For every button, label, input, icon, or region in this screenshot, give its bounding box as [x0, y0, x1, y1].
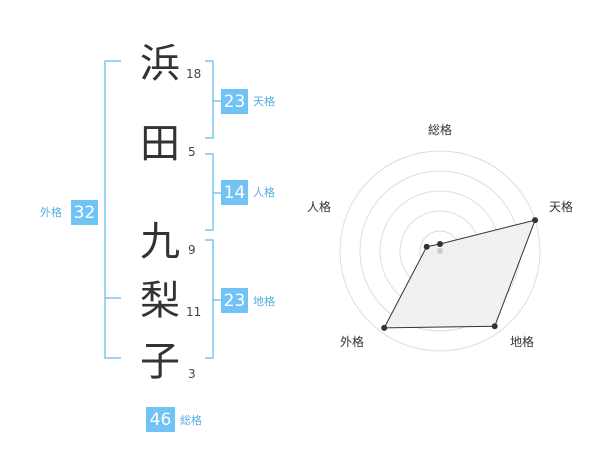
name-char-5: 子 — [140, 339, 180, 385]
name-char-3: 九 — [140, 219, 180, 265]
radar-center-dot — [437, 248, 443, 254]
chikaku-value: 23 — [221, 288, 248, 313]
soukaku-label: 総格 — [180, 414, 202, 427]
gaikaku-bracket — [104, 60, 121, 359]
stroke-count-1: 18 — [186, 67, 202, 81]
jinkaku-label: 人格 — [253, 186, 275, 199]
radar-points — [381, 217, 539, 331]
bracket-lines — [104, 60, 221, 359]
radar-label-gaikaku: 外格 — [340, 335, 365, 349]
stroke-count-5: 3 — [188, 367, 196, 381]
soukaku-value: 46 — [146, 407, 175, 432]
radar-label-chikaku: 地格 — [510, 335, 535, 349]
jinkaku-value: 14 — [221, 180, 248, 205]
radar-point — [381, 324, 388, 331]
tenkaku-bracket — [205, 60, 214, 139]
radar-point — [491, 323, 498, 330]
radar-ring — [339, 150, 541, 352]
name-char-4: 梨 — [140, 278, 180, 324]
radar-point — [532, 217, 539, 224]
chikaku-label: 地格 — [253, 295, 275, 308]
chikaku-bracket — [205, 239, 214, 359]
gaikaku-value: 32 — [71, 200, 98, 225]
stroke-count-3: 9 — [188, 243, 196, 257]
name-char-1: 浜 — [140, 41, 180, 87]
radar-label-soukaku: 総格 — [428, 123, 453, 137]
name-char-2: 田 — [140, 121, 180, 167]
radar-point — [437, 241, 443, 247]
radar-label-tenkaku: 天格 — [549, 200, 574, 214]
jinkaku-bracket — [205, 153, 214, 231]
tenkaku-value: 23 — [221, 89, 248, 114]
radar-point — [423, 243, 430, 250]
stroke-count-2: 5 — [188, 145, 196, 159]
tenkaku-label: 天格 — [253, 95, 275, 108]
gaikaku-label: 外格 — [40, 206, 62, 219]
radar-label-jinkaku: 人格 — [307, 200, 332, 214]
stroke-count-4: 11 — [186, 305, 202, 319]
